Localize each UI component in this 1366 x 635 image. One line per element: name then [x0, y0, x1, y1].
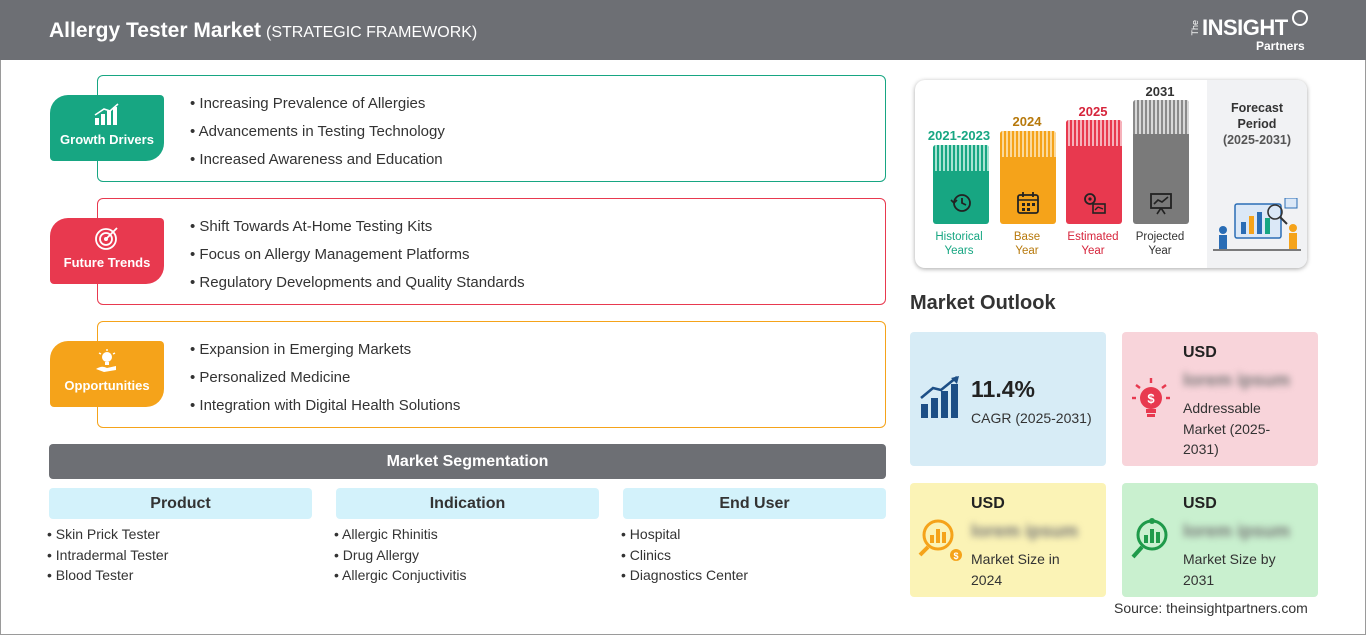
list-item: • Integration with Digital Health Soluti…	[190, 397, 461, 414]
opportunities-label: Opportunities	[64, 378, 150, 393]
target-icon	[95, 227, 118, 250]
analytics-illustration-icon	[1213, 198, 1301, 251]
cagr-card: 11.4% CAGR (2025-2031)	[910, 332, 1106, 466]
future-trends-badge: Future Trends	[50, 218, 164, 284]
logo-ring-icon	[1292, 10, 1308, 26]
list-item: • Allergic Rhinitis	[334, 526, 438, 542]
period-bar-historical	[933, 145, 989, 224]
logo-sub: Partners	[1256, 39, 1305, 53]
list-item: • Advancements in Testing Technology	[190, 123, 445, 140]
future-trends-list: • Shift Towards At-Home Testing Kits • F…	[190, 217, 525, 301]
list-item: • Drug Allergy	[334, 546, 420, 563]
list-item: • Regulatory Developments and Quality St…	[190, 274, 525, 291]
period-year-base: 2024	[1012, 114, 1042, 129]
source-credit: Source: theinsightpartners.com	[1114, 600, 1308, 616]
period-bar-estimated	[1066, 120, 1122, 224]
list-item: • Focus on Allergy Management Platforms	[190, 246, 470, 263]
svg-text:$: $	[953, 551, 958, 561]
logo-the: The	[1190, 20, 1200, 36]
list-item: • Increasing Prevalence of Allergies	[190, 95, 426, 112]
list-item: • Clinics	[621, 546, 672, 563]
forecast-label-2: Period	[1237, 117, 1277, 131]
page-title: Allergy Tester Market	[49, 19, 262, 42]
logo-main: INSIGHT	[1202, 15, 1288, 40]
presentation-board-icon	[1150, 193, 1172, 215]
opportunities-list: • Expansion in Emerging Markets • Person…	[190, 340, 460, 424]
list-item: • Skin Prick Tester	[47, 526, 160, 542]
segment-heading-product: Product	[49, 488, 312, 519]
size-2024-value-blurred: lorem ipsum	[971, 521, 1079, 541]
period-bar-projected	[1133, 100, 1189, 224]
forecast-panel: Forecast Period (2025-2031)	[1207, 80, 1307, 268]
period-year-projected: 2031	[1145, 84, 1175, 99]
page-subtitle: (STRATEGIC FRAMEWORK)	[266, 24, 478, 41]
market-outlook-title: Market Outlook	[910, 292, 1056, 314]
opportunities-badge: Opportunities	[50, 341, 164, 407]
bar-stripes	[1133, 100, 1189, 134]
list-item: • Shift Towards At-Home Testing Kits	[190, 218, 433, 235]
size-2031-value-blurred: lorem ipsum	[1183, 521, 1291, 541]
addressable-currency: USD	[1183, 344, 1217, 361]
list-item: • Intradermal Tester	[47, 546, 169, 563]
period-year-estimated: 2025	[1078, 104, 1108, 119]
estimate-gears-icon	[1084, 193, 1106, 214]
timeline-panel: Forecast Period (2025-2031) 2021-2023 Hi…	[915, 80, 1307, 268]
forecast-range: (2025-2031)	[1222, 133, 1292, 147]
history-clock-icon	[950, 194, 971, 212]
segment-list-end-user: • Hospital • Clinics • Diagnostics Cente…	[621, 525, 748, 587]
addressable-value-blurred: lorem ipsum	[1183, 370, 1291, 390]
insight-partners-logo[interactable]: The INSIGHT Partners	[1190, 10, 1330, 54]
growth-drivers-list: • Increasing Prevalence of Allergies • A…	[190, 94, 445, 178]
size-2031-currency: USD	[1183, 495, 1217, 512]
size-2024-currency: USD	[971, 495, 1005, 512]
segment-list-indication: • Allergic Rhinitis • Drug Allergy • All…	[334, 525, 467, 587]
list-item: • Personalized Medicine	[190, 369, 351, 386]
growth-bars-icon	[920, 376, 959, 418]
lightbulb-hand-icon	[96, 349, 116, 372]
list-item: • Blood Tester	[47, 567, 134, 583]
calendar-icon	[1017, 192, 1039, 214]
growth-chart-icon	[94, 103, 119, 125]
list-item: • Hospital	[621, 526, 681, 542]
growth-drivers-label: Growth Drivers	[60, 132, 154, 147]
future-trends-label: Future Trends	[63, 255, 151, 270]
segment-list-product: • Skin Prick Tester • Intradermal Tester…	[47, 525, 168, 587]
svg-text:$: $	[1147, 391, 1155, 406]
opportunities-box: • Expansion in Emerging Markets • Person…	[97, 321, 886, 428]
cagr-label: CAGR (2025-2031)	[971, 410, 1092, 426]
list-item: • Allergic Conjuctivitis	[334, 567, 467, 583]
list-item: • Increased Awareness and Education	[190, 151, 443, 168]
list-item: • Expansion in Emerging Markets	[190, 341, 412, 358]
forecast-label-1: Forecast	[1230, 101, 1284, 115]
cagr-value: 11.4%	[971, 376, 1035, 402]
period-bar-base	[1000, 131, 1056, 224]
growth-drivers-badge: Growth Drivers	[50, 95, 164, 161]
magnifier-chart-icon: $	[918, 519, 962, 561]
growth-drivers-box: • Increasing Prevalence of Allergies • A…	[97, 75, 886, 182]
magnifier-chart-icon	[1131, 518, 1168, 559]
bar-stripes	[1000, 131, 1056, 157]
segment-heading-end-user: End User	[623, 488, 886, 519]
period-year-historical: 2021-2023	[927, 128, 991, 143]
future-trends-box: • Shift Towards At-Home Testing Kits • F…	[97, 198, 886, 305]
header-bar: Allergy Tester Market (STRATEGIC FRAMEWO…	[0, 0, 1366, 60]
list-item: • Diagnostics Center	[621, 567, 749, 583]
segment-heading-indication: Indication	[336, 488, 599, 519]
segmentation-title: Market Segmentation	[49, 444, 886, 479]
idea-dollar-icon: $	[1132, 378, 1170, 417]
bar-stripes	[1066, 120, 1122, 146]
bar-stripes	[933, 145, 989, 171]
